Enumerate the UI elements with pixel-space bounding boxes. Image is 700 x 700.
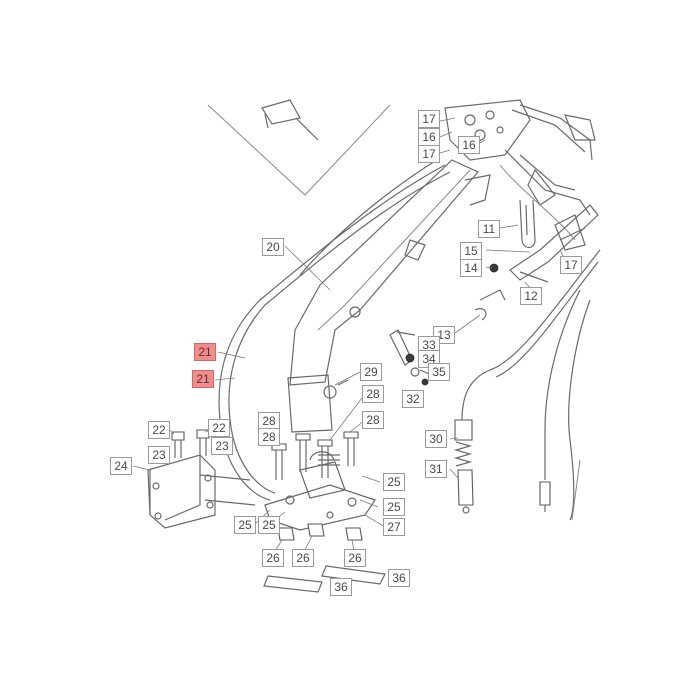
callout-26[interactable]: 26: [344, 549, 366, 567]
small-fasteners: [389, 329, 433, 386]
callout-22[interactable]: 22: [148, 421, 170, 439]
callout-27[interactable]: 27: [383, 518, 405, 536]
inset-frame: [207, 99, 391, 196]
rubber-pads: [263, 565, 386, 593]
callout-11[interactable]: 11: [478, 220, 500, 238]
callout-17[interactable]: 17: [418, 145, 440, 163]
bolts: [271, 431, 359, 480]
handlebar-head: [444, 99, 596, 216]
callout-12[interactable]: 12: [520, 287, 542, 305]
lever-assembly: [474, 199, 599, 321]
handle-tube: [287, 159, 491, 433]
callout-25[interactable]: 25: [234, 516, 256, 534]
callout-21-highlighted[interactable]: 21: [192, 370, 214, 388]
callout-33[interactable]: 33: [418, 336, 440, 354]
throttle-cable: [453, 249, 601, 521]
callout-15[interactable]: 15: [460, 242, 482, 260]
callout-22[interactable]: 22: [208, 419, 230, 437]
callout-25[interactable]: 25: [383, 473, 405, 491]
callout-35[interactable]: 35: [428, 363, 450, 381]
callout-25[interactable]: 25: [258, 516, 280, 534]
callout-23[interactable]: 23: [148, 446, 170, 464]
callout-16[interactable]: 16: [418, 128, 440, 146]
callout-28[interactable]: 28: [362, 411, 384, 429]
callout-28[interactable]: 28: [258, 428, 280, 446]
callout-36[interactable]: 36: [330, 578, 352, 596]
mounting-bracket: [147, 454, 256, 529]
callout-28[interactable]: 28: [258, 412, 280, 430]
leader-lines: [132, 117, 566, 557]
callout-20[interactable]: 20: [262, 238, 284, 256]
callout-31[interactable]: 31: [425, 460, 447, 478]
callout-24[interactable]: 24: [110, 457, 132, 475]
callout-25[interactable]: 25: [383, 498, 405, 516]
callout-16[interactable]: 16: [458, 136, 480, 154]
callout-32[interactable]: 32: [402, 390, 424, 408]
callout-26[interactable]: 26: [292, 549, 314, 567]
callout-26[interactable]: 26: [262, 549, 284, 567]
nuts: [277, 523, 363, 541]
callout-30[interactable]: 30: [425, 430, 447, 448]
callout-17[interactable]: 17: [560, 256, 582, 274]
screws: [171, 429, 210, 458]
callout-14[interactable]: 14: [460, 259, 482, 277]
cables: [218, 157, 576, 501]
callout-21-highlighted[interactable]: 21: [194, 343, 216, 361]
callout-28[interactable]: 28: [362, 385, 384, 403]
callout-23[interactable]: 23: [211, 437, 233, 455]
callout-36[interactable]: 36: [388, 569, 410, 587]
callout-29[interactable]: 29: [360, 363, 382, 381]
callout-17[interactable]: 17: [418, 110, 440, 128]
